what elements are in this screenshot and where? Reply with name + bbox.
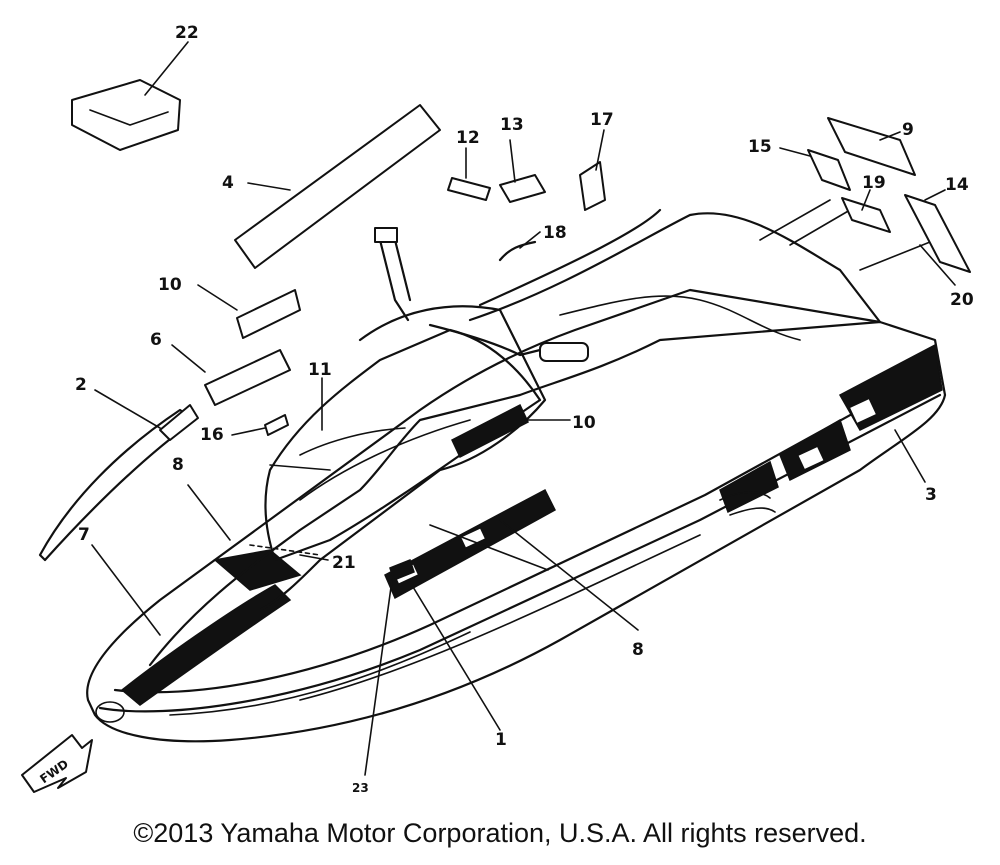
- callout-18: 18: [543, 223, 567, 243]
- callout-15: 15: [748, 137, 772, 157]
- callout-17: 17: [590, 110, 614, 130]
- callout-11: 11: [308, 360, 332, 380]
- hull: [86, 288, 947, 743]
- callout-1: 1: [495, 730, 507, 750]
- copyright-notice: ©2013 Yamaha Motor Corporation, U.S.A. A…: [133, 818, 867, 848]
- callout-12: 12: [456, 128, 480, 148]
- callout-9: 9: [902, 120, 914, 140]
- callout-10-left: 10: [158, 275, 182, 295]
- leader-lines: [91, 41, 956, 776]
- callout-labels: 22 4 10 6 2 16 8 7 11 12 13 17 18 9 15 1…: [75, 23, 974, 795]
- callout-16: 16: [200, 425, 224, 445]
- callout-7: 7: [78, 525, 90, 545]
- callout-3: 3: [925, 485, 937, 505]
- callout-14: 14: [945, 175, 969, 195]
- decal-parts: [71, 79, 971, 581]
- callout-20: 20: [950, 290, 974, 310]
- callout-2: 2: [75, 375, 87, 395]
- callout-23: 23: [352, 781, 369, 795]
- deck: [38, 199, 936, 667]
- callout-10-right: 10: [572, 413, 596, 433]
- callout-4: 4: [222, 173, 234, 193]
- callout-6: 6: [150, 330, 162, 350]
- callout-22: 22: [175, 23, 199, 43]
- callout-21: 21: [332, 553, 356, 573]
- fwd-arrow: FWD: [21, 734, 93, 793]
- callout-8-right: 8: [632, 640, 644, 660]
- callout-13: 13: [500, 115, 524, 135]
- callout-8-left: 8: [172, 455, 184, 475]
- callout-19: 19: [862, 173, 886, 193]
